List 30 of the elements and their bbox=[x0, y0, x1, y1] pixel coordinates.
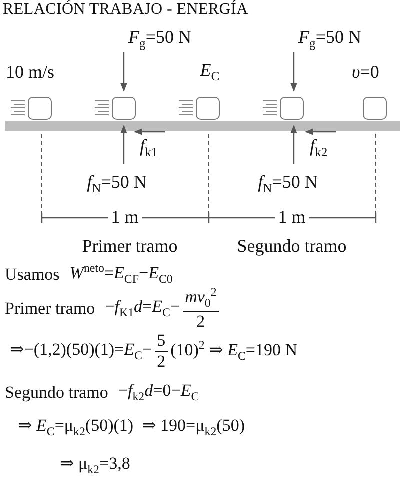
equation-text: −f$_{K1}$d=E$_{C}$− bbox=[105, 297, 180, 320]
sliding-block bbox=[112, 97, 136, 120]
sliding-block bbox=[28, 97, 52, 120]
step-label: Usamos bbox=[5, 264, 60, 284]
equation-text: (10)$^{2}$ ⇒ E$_{C}$=190 N bbox=[170, 338, 298, 364]
force-label: F$_{g}$=50 N bbox=[298, 27, 362, 52]
force-label: f$_{N}$=50 N bbox=[258, 172, 318, 196]
section-label: Primer tramo bbox=[82, 236, 178, 257]
equation-text: −f$_{k2}$d=0−E$_{C}$ bbox=[118, 381, 200, 404]
equation-text: W$^{neto}$=E$_{CF}$−E$_{C0}$ bbox=[70, 262, 173, 287]
fraction-denominator: 2 bbox=[196, 312, 206, 332]
equation-text: ⇒ E$_{C}$=μ$_{k2}$(50)(1) ⇒ 190=μ$_{k2}$(50) bbox=[18, 416, 245, 440]
speed-label: 10 m/s bbox=[6, 62, 55, 83]
step-label: Segundo tramo bbox=[5, 382, 108, 402]
force-label: f$_{k2}$ bbox=[310, 136, 328, 160]
energy-label: E$_{C}$ bbox=[200, 60, 220, 84]
fraction-denominator: 2 bbox=[156, 352, 167, 372]
speed-label: υ=0 bbox=[352, 62, 380, 83]
fraction-numerator: 5 bbox=[155, 331, 168, 352]
sliding-block bbox=[196, 97, 220, 120]
title: RELACIÓN TRABAJO - ENERGÍA bbox=[3, 1, 248, 19]
sliding-block bbox=[363, 97, 387, 120]
step-label: Primer tramo bbox=[5, 298, 96, 318]
section-label: Segundo tramo bbox=[237, 236, 347, 257]
force-label: f$_{k1}$ bbox=[140, 136, 158, 160]
equation-text: ⇒−(1,2)(50)(1)=E$_{C}$− bbox=[10, 340, 152, 363]
force-label: F$_{g}$=50 N bbox=[128, 27, 192, 52]
force-label: f$_{N}$=50 N bbox=[87, 172, 147, 196]
equation-text: ⇒ μ$_{k2}$=3,8 bbox=[60, 454, 130, 478]
sliding-block bbox=[280, 97, 304, 120]
